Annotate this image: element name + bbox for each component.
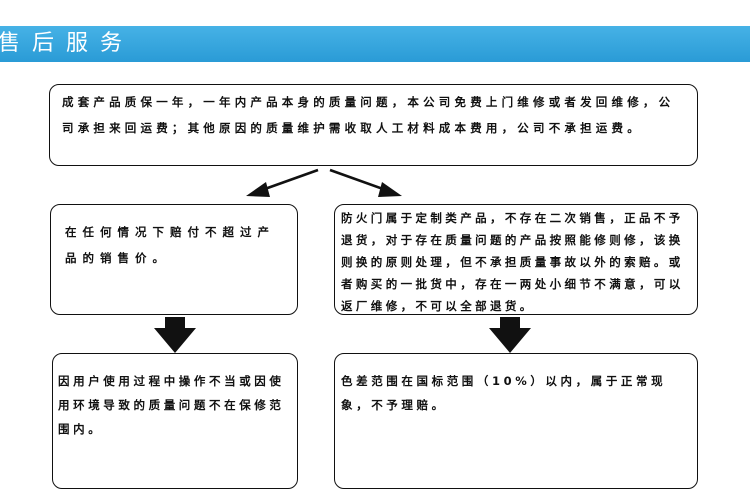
color-difference-text: 色差范围在国标范围（10%）以内，属于正常现象，不予理赔。 [341,374,667,412]
compensation-limit-box: 在任何情况下赔付不超过产品的销售价。 [50,204,298,315]
warranty-policy-text: 成套产品质保一年，一年内产品本身的质量问题，本公司免费上门维修或者发回维修，公司… [62,95,675,135]
diagonal-arrow-left-icon [246,168,319,197]
page-title: 售后服务 [0,31,135,56]
warranty-exclusion-box: 因用户使用过程中操作不当或因使用环境导致的质量问题不在保修范围内。 [52,353,298,489]
header-band [0,26,750,62]
thick-down-arrow-right-icon [489,317,531,353]
warranty-exclusion-text: 因用户使用过程中操作不当或因使用环境导致的质量问题不在保修范围内。 [58,374,285,436]
return-policy-text: 防火门属于定制类产品，不存在二次销售，正品不予退货，对于存在质量问题的产品按照能… [341,211,684,313]
return-policy-box: 防火门属于定制类产品，不存在二次销售，正品不予退货，对于存在质量问题的产品按照能… [334,204,698,315]
thick-down-arrow-left-icon [154,317,196,353]
compensation-limit-text: 在任何情况下赔付不超过产品的销售价。 [65,225,275,265]
warranty-policy-box: 成套产品质保一年，一年内产品本身的质量问题，本公司免费上门维修或者发回维修，公司… [49,84,698,166]
color-difference-box: 色差范围在国标范围（10%）以内，属于正常现象，不予理赔。 [334,353,698,489]
diagonal-arrow-right-icon [329,168,402,197]
